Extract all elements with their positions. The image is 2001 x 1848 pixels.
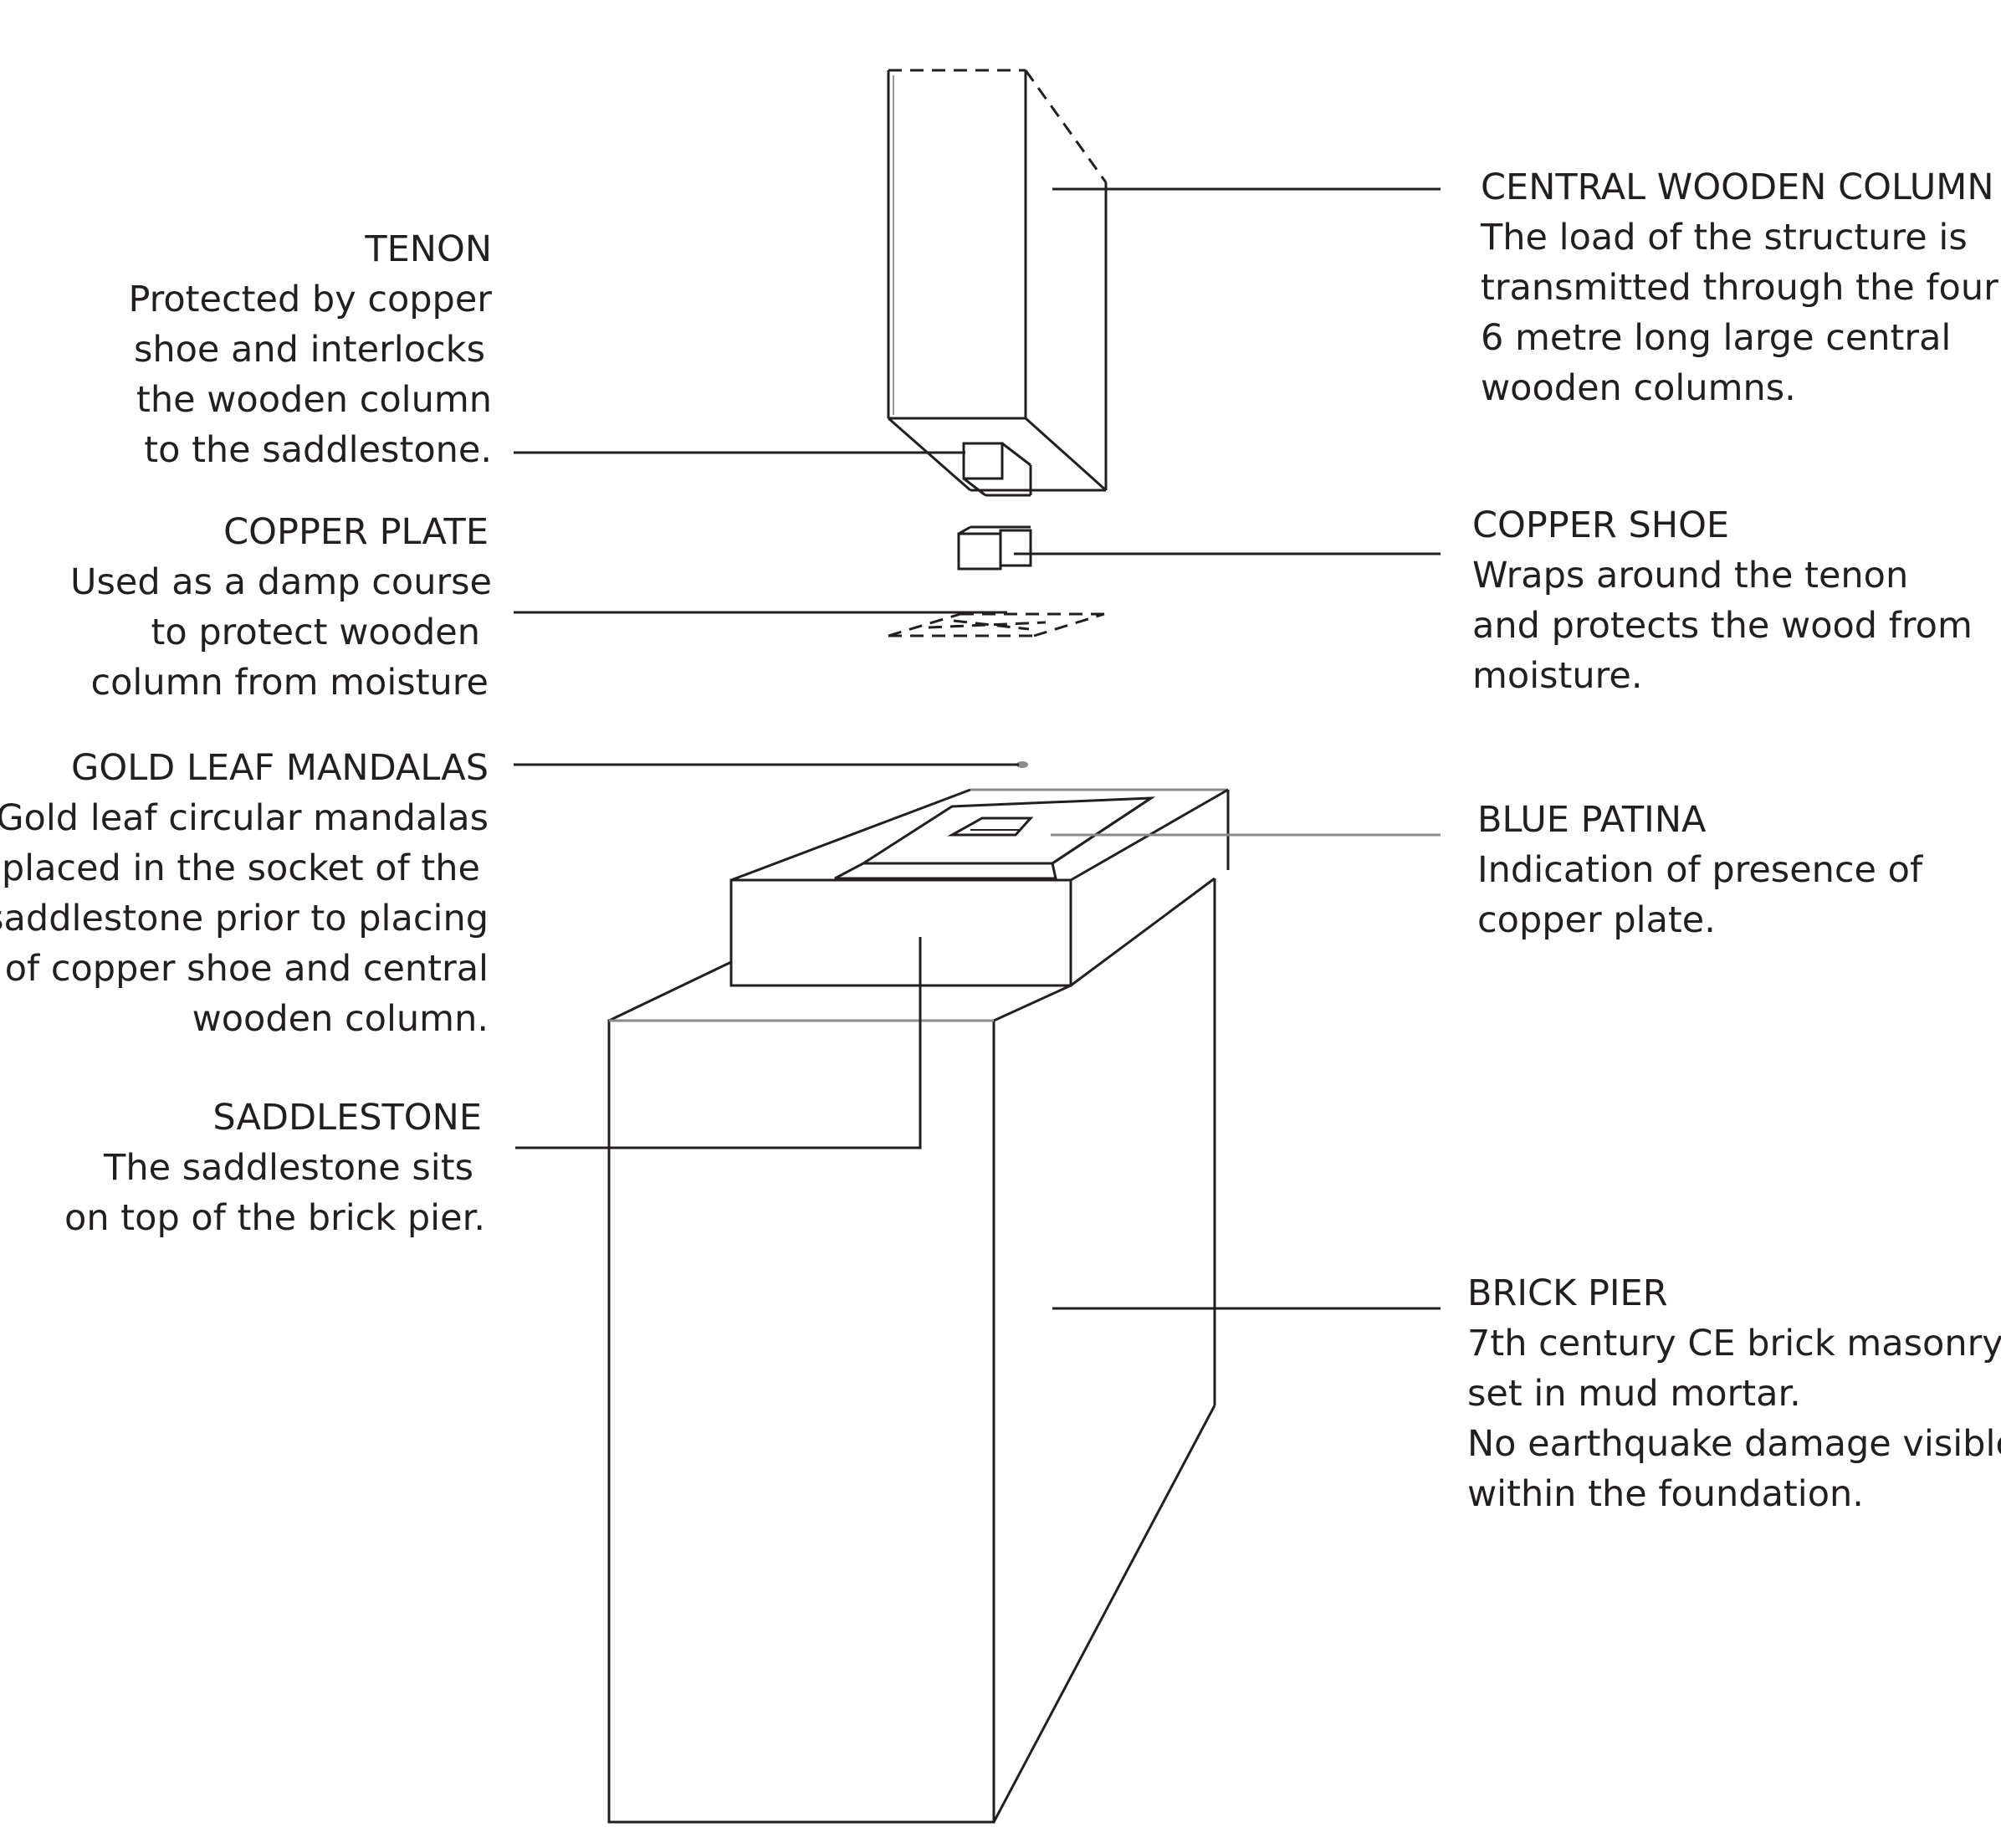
gold-leaf-line-5: wooden column. — [192, 998, 489, 1040]
leader-saddlestone — [515, 937, 922, 1149]
saddlestone-title: SADDLESTONE — [212, 1097, 482, 1139]
copper-shoe-title: COPPER SHOE — [1472, 504, 1729, 546]
label-saddlestone: SADDLESTONE The saddlestone sits on top … — [64, 1097, 485, 1239]
gold-leaf-line-2: placed in the socket of the — [2, 847, 480, 889]
central-column-title: CENTRAL WOODEN COLUMN — [1481, 166, 1994, 208]
blue-patina-title: BLUE PATINA — [1477, 799, 1707, 841]
central-wooden-column — [887, 69, 1108, 492]
brick-pier-line-4: within the foundation. — [1467, 1473, 1864, 1515]
label-copper-plate: COPPER PLATE Used as a damp course to pr… — [70, 511, 492, 704]
tenon-title: TENON — [364, 228, 492, 270]
brick-pier — [607, 878, 1216, 1824]
gold-leaf-mandala-mark — [1016, 761, 1028, 768]
tenon-line-1: Protected by copper — [128, 279, 492, 320]
copper-shoe-line-1: Wraps around the tenon — [1472, 555, 1908, 596]
brick-pier-line-2: set in mud mortar. — [1467, 1373, 1801, 1415]
copper-plate-line-3: column from moisture — [90, 662, 489, 704]
gold-leaf-line-4: of copper shoe and central — [5, 948, 489, 990]
saddlestone — [729, 788, 1230, 987]
blue-patina-line-2: copper plate. — [1477, 899, 1716, 941]
brick-pier-line-1: 7th century CE brick masonry — [1467, 1323, 2001, 1364]
label-blue-patina: BLUE PATINA Indication of presence of co… — [1477, 799, 1923, 941]
copper-plate-line-1: Used as a damp course — [70, 561, 492, 603]
label-gold-leaf: GOLD LEAF MANDALAS Gold leaf circular ma… — [0, 747, 489, 1040]
copper-plate-title: COPPER PLATE — [223, 511, 489, 553]
label-brick-pier: BRICK PIER 7th century CE brick masonry … — [1467, 1272, 2001, 1515]
tenon-line-2: shoe and interlocks — [134, 329, 485, 371]
copper-plate-line-2: to protect wooden — [151, 612, 480, 653]
gold-leaf-line-3: saddlestone prior to placing — [0, 898, 489, 939]
central-column-line-3: 6 metre long large central — [1481, 317, 1951, 359]
saddlestone-line-1: The saddlestone sits — [103, 1147, 473, 1189]
label-copper-shoe: COPPER SHOE Wraps around the tenon and p… — [1472, 504, 1973, 697]
saddlestone-line-2: on top of the brick pier. — [64, 1197, 485, 1239]
blue-patina-line-1: Indication of presence of — [1477, 849, 1923, 891]
gold-leaf-title: GOLD LEAF MANDALAS — [71, 747, 489, 789]
tenon-line-3: the wooden column — [136, 379, 492, 421]
brick-pier-title: BRICK PIER — [1467, 1272, 1668, 1314]
label-tenon: TENON Protected by copper shoe and inter… — [128, 228, 492, 471]
brick-pier-line-3: No earthquake damage visible — [1467, 1423, 2001, 1465]
tenon-line-4: to the saddlestone. — [144, 429, 492, 471]
tenon — [962, 442, 1032, 497]
copper-plate — [888, 612, 1105, 637]
central-column-line-2: transmitted through the four — [1481, 267, 1998, 309]
leader-lines — [514, 187, 1441, 1310]
gold-leaf-line-1: Gold leaf circular mandalas — [0, 797, 489, 839]
copper-shoe-line-3: moisture. — [1472, 655, 1643, 697]
central-column-line-4: wooden columns. — [1481, 367, 1796, 409]
copper-shoe-line-2: and protects the wood from — [1472, 605, 1973, 647]
label-central-column: CENTRAL WOODEN COLUMN The load of the st… — [1480, 166, 1998, 409]
copper-shoe — [957, 525, 1032, 571]
central-column-line-1: The load of the structure is — [1480, 217, 1968, 259]
